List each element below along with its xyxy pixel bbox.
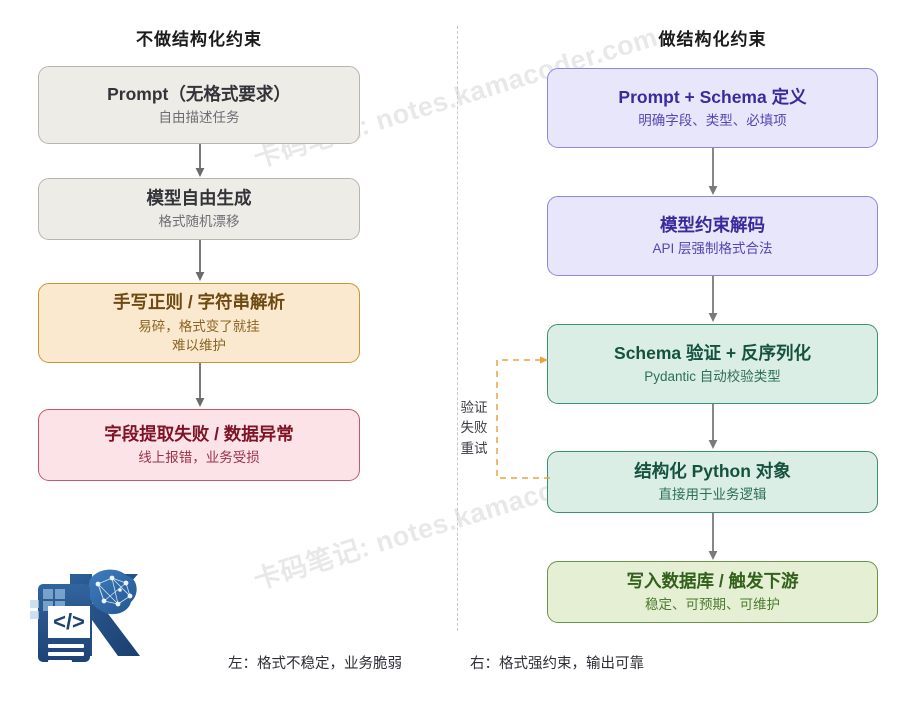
arrow-left-3-4 — [195, 363, 205, 407]
right-caption: 右：格式强约束，输出可靠 — [470, 656, 644, 672]
left-node-2[interactable]: 模型自由生成 格式随机漂移 — [38, 178, 360, 240]
arrow-right-3-4 — [708, 404, 718, 449]
right-node-3[interactable]: Schema 验证 + 反序列化 Pydantic 自动校验类型 — [547, 324, 878, 404]
arrow-left-2-3 — [195, 240, 205, 281]
left-node-4-title: 字段提取失败 / 数据异常 — [104, 423, 294, 444]
right-node-3-subtitle: Pydantic 自动校验类型 — [644, 369, 781, 385]
right-column-title: 做结构化约束 — [658, 30, 767, 49]
right-node-1[interactable]: Prompt + Schema 定义 明确字段、类型、必填项 — [547, 68, 878, 148]
arrow-right-4-5 — [708, 513, 718, 560]
right-node-4[interactable]: 结构化 Python 对象 直接用于业务逻辑 — [547, 451, 878, 513]
retry-label-line-1: 验证 — [460, 400, 488, 415]
logo-document: </> — [30, 584, 90, 664]
arrow-right-1-2 — [708, 148, 718, 195]
left-node-1[interactable]: Prompt（无格式要求） 自由描述任务 — [38, 66, 360, 144]
left-caption: 左：格式不稳定，业务脆弱 — [228, 656, 402, 672]
column-divider — [457, 26, 458, 631]
right-node-5-subtitle: 稳定、可预期、可维护 — [645, 597, 780, 613]
right-node-3-title: Schema 验证 + 反序列化 — [614, 342, 811, 363]
right-node-1-subtitle: 明确字段、类型、必填项 — [638, 113, 787, 129]
right-node-4-subtitle: 直接用于业务逻辑 — [658, 487, 767, 503]
logo-brain-network — [88, 569, 137, 615]
right-node-2-title: 模型约束解码 — [660, 214, 765, 235]
kamacoder-logo: </> — [30, 569, 140, 664]
retry-loop-label: 验证 失败 重试 — [452, 398, 496, 459]
left-node-3[interactable]: 手写正则 / 字符串解析 易碎，格式变了就挂 难以维护 — [38, 283, 360, 363]
right-node-2[interactable]: 模型约束解码 API 层强制格式合法 — [547, 196, 878, 276]
arrow-left-1-2 — [195, 144, 205, 177]
retry-label-line-2: 失败 — [460, 420, 488, 436]
right-node-1-title: Prompt + Schema 定义 — [618, 86, 807, 107]
left-node-2-subtitle: 格式随机漂移 — [158, 214, 240, 230]
logo-code-glyph: </> — [53, 609, 85, 634]
left-node-3-title: 手写正则 / 字符串解析 — [112, 292, 286, 313]
left-node-3-subtitle: 易碎，格式变了就挂 — [138, 318, 260, 334]
right-node-5-title: 写入数据库 / 触发下游 — [626, 570, 799, 591]
left-node-3-subtitle2: 难以维护 — [172, 337, 226, 353]
left-column-title: 不做结构化约束 — [136, 30, 262, 49]
arrow-right-2-3 — [708, 276, 718, 322]
retry-label-line-3: 重试 — [460, 440, 488, 456]
right-node-4-title: 结构化 Python 对象 — [634, 460, 791, 481]
left-node-4[interactable]: 字段提取失败 / 数据异常 线上报错，业务受损 — [38, 409, 360, 481]
left-node-4-subtitle: 线上报错，业务受损 — [138, 450, 260, 466]
left-node-2-title: 模型自由生成 — [146, 187, 252, 208]
left-node-1-title: Prompt（无格式要求） — [107, 83, 291, 104]
left-node-1-subtitle: 自由描述任务 — [158, 110, 240, 126]
right-node-5[interactable]: 写入数据库 / 触发下游 稳定、可预期、可维护 — [547, 561, 878, 623]
right-node-2-subtitle: API 层强制格式合法 — [652, 241, 773, 257]
